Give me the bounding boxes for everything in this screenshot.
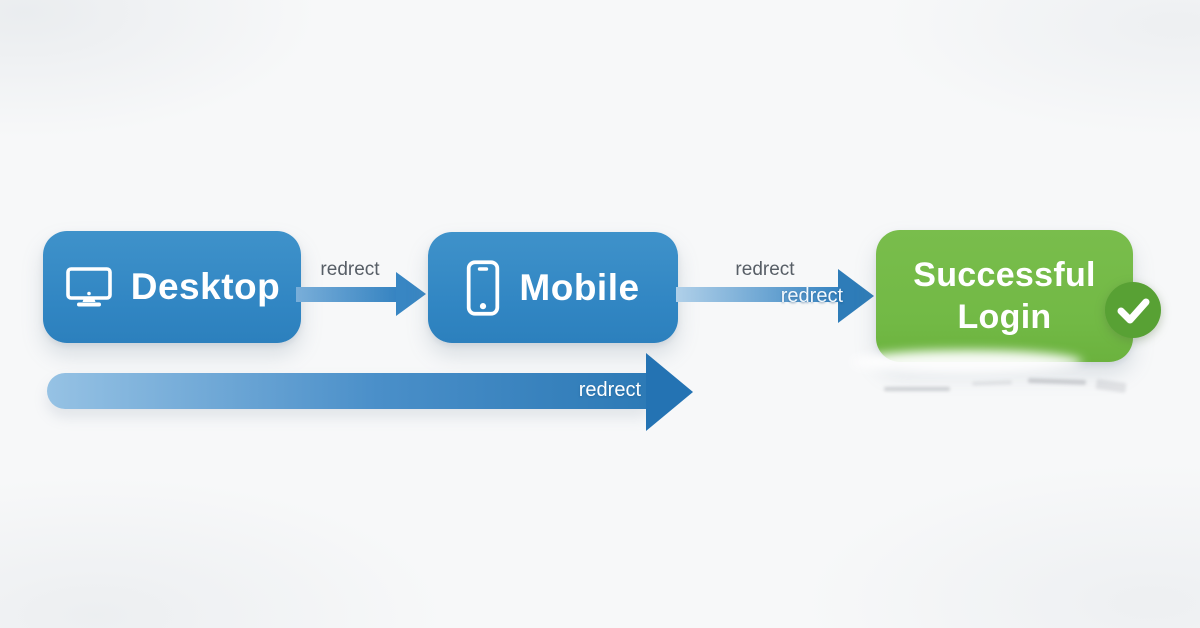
node-successful-login: Successful Login bbox=[876, 230, 1161, 362]
node-desktop-label: Desktop bbox=[130, 266, 281, 307]
arrow-desktop-to-mobile-head bbox=[396, 272, 426, 316]
checkmark-icon bbox=[1105, 282, 1161, 338]
gray-smudge-artifact bbox=[1027, 377, 1087, 386]
arrow-desktop-to-mobile-shaft bbox=[296, 287, 398, 302]
arrow-mobile-to-success-head bbox=[838, 269, 874, 323]
gray-smudge-artifact bbox=[971, 380, 1013, 386]
gray-smudge-artifact bbox=[1095, 378, 1127, 394]
node-successful-login-label: Successful Login bbox=[913, 254, 1096, 338]
arrow-mobile-to-success-shaft bbox=[676, 287, 840, 302]
success-line1: Successful bbox=[913, 256, 1096, 294]
gray-smudge-artifact bbox=[884, 387, 950, 391]
edge-label-bottom-redirect: redrect bbox=[578, 379, 641, 401]
node-mobile-label: Mobile bbox=[519, 266, 640, 308]
smartphone-icon bbox=[467, 259, 500, 316]
arrow-bottom-redirect-head bbox=[646, 353, 693, 431]
edge-label-mobile-success-above: redrect bbox=[735, 259, 795, 280]
white-smudge-artifact bbox=[852, 350, 1082, 374]
edge-label-desktop-mobile: redrect bbox=[320, 259, 380, 280]
node-desktop: Desktop bbox=[43, 231, 301, 343]
arrow-bottom-redirect-shaft bbox=[47, 373, 647, 409]
edge-label-mobile-success-on-arrow: redrect bbox=[780, 285, 843, 307]
node-mobile: Mobile bbox=[428, 232, 678, 343]
desktop-monitor-icon bbox=[65, 267, 112, 307]
success-line2: Login bbox=[957, 298, 1052, 336]
